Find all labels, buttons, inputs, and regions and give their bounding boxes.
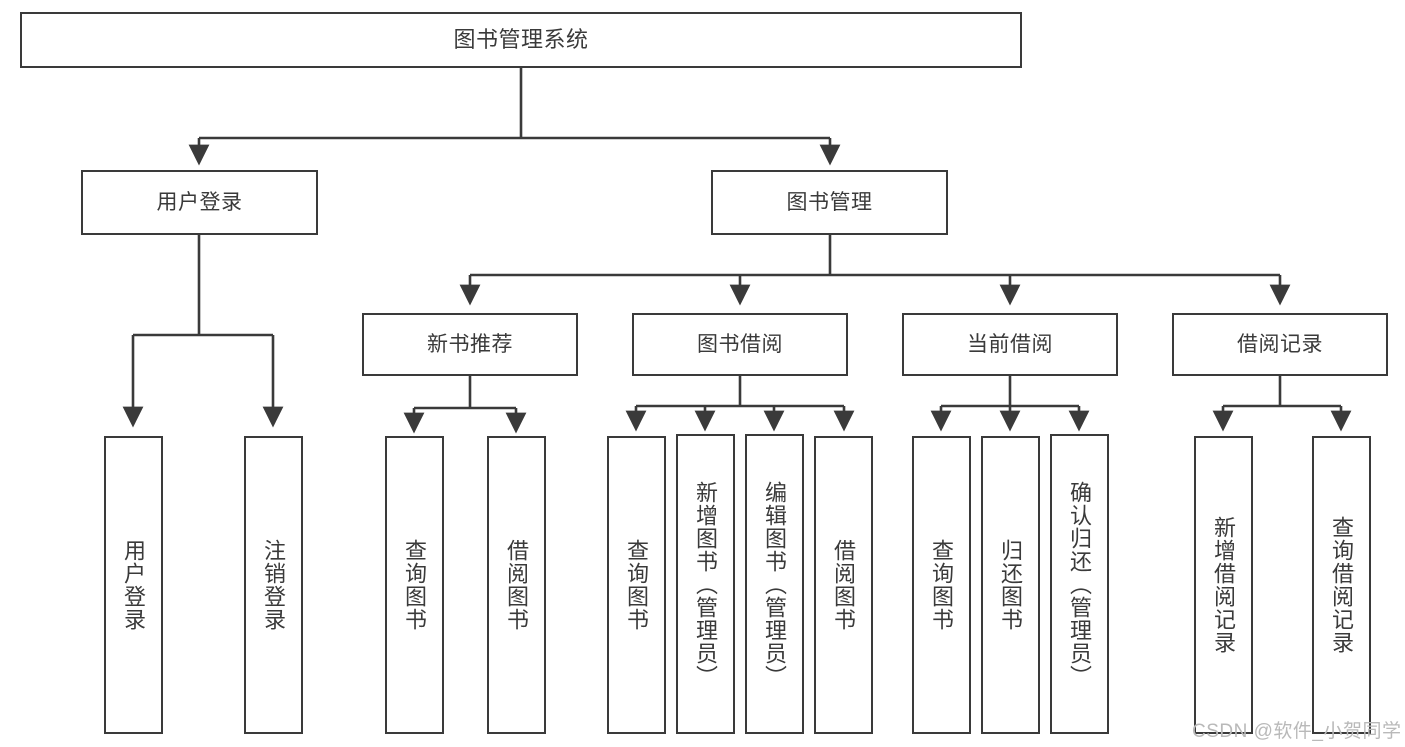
- node-current-borrow[interactable]: 当前借阅: [902, 313, 1118, 376]
- node-label: 新增图书（管理员）: [693, 480, 719, 688]
- node-leaf-query-book-current[interactable]: 查询图书: [912, 436, 971, 734]
- node-label: 查询图书: [929, 539, 955, 631]
- node-label: 借阅图书: [504, 539, 530, 631]
- node-leaf-borrow-book[interactable]: 借阅图书: [814, 436, 873, 734]
- node-leaf-query-book-borrow[interactable]: 查询图书: [607, 436, 666, 734]
- node-book-management[interactable]: 图书管理: [711, 170, 948, 235]
- node-leaf-return-book[interactable]: 归还图书: [981, 436, 1040, 734]
- node-leaf-add-borrow-record[interactable]: 新增借阅记录: [1194, 436, 1253, 734]
- node-leaf-user-login[interactable]: 用户登录: [104, 436, 163, 734]
- node-borrow-record[interactable]: 借阅记录: [1172, 313, 1388, 376]
- node-user-login[interactable]: 用户登录: [81, 170, 318, 235]
- node-label: 查询借阅记录: [1329, 516, 1355, 654]
- node-label: 查询图书: [402, 539, 428, 631]
- node-label: 图书借阅: [697, 332, 783, 356]
- node-leaf-add-book-admin[interactable]: 新增图书（管理员）: [676, 434, 735, 734]
- node-label: 确认归还（管理员）: [1067, 480, 1093, 688]
- csdn-watermark: CSDN @软件_小贺同学: [1192, 721, 1402, 742]
- node-leaf-query-borrow-record[interactable]: 查询借阅记录: [1312, 436, 1371, 734]
- node-root-book-management-system[interactable]: 图书管理系统: [20, 12, 1022, 68]
- node-book-borrow[interactable]: 图书借阅: [632, 313, 848, 376]
- node-label: 当前借阅: [967, 332, 1053, 356]
- node-label: 借阅图书: [831, 539, 857, 631]
- node-leaf-logout[interactable]: 注销登录: [244, 436, 303, 734]
- node-label: 新增借阅记录: [1211, 516, 1237, 654]
- node-label: 查询图书: [624, 539, 650, 631]
- node-new-book-recommend[interactable]: 新书推荐: [362, 313, 578, 376]
- node-label: 图书管理: [786, 190, 873, 214]
- node-label: 新书推荐: [427, 332, 513, 356]
- node-label: 图书管理系统: [453, 26, 589, 52]
- node-label: 用户登录: [156, 190, 243, 214]
- node-label: 归还图书: [998, 539, 1024, 631]
- node-leaf-query-book-new[interactable]: 查询图书: [385, 436, 444, 734]
- node-label: 借阅记录: [1237, 332, 1323, 356]
- node-leaf-borrow-book-new[interactable]: 借阅图书: [487, 436, 546, 734]
- node-label: 用户登录: [121, 539, 147, 631]
- node-label: 注销登录: [261, 539, 287, 631]
- node-label: 编辑图书（管理员）: [762, 480, 788, 688]
- node-leaf-edit-book-admin[interactable]: 编辑图书（管理员）: [745, 434, 804, 734]
- node-leaf-confirm-return-admin[interactable]: 确认归还（管理员）: [1050, 434, 1109, 734]
